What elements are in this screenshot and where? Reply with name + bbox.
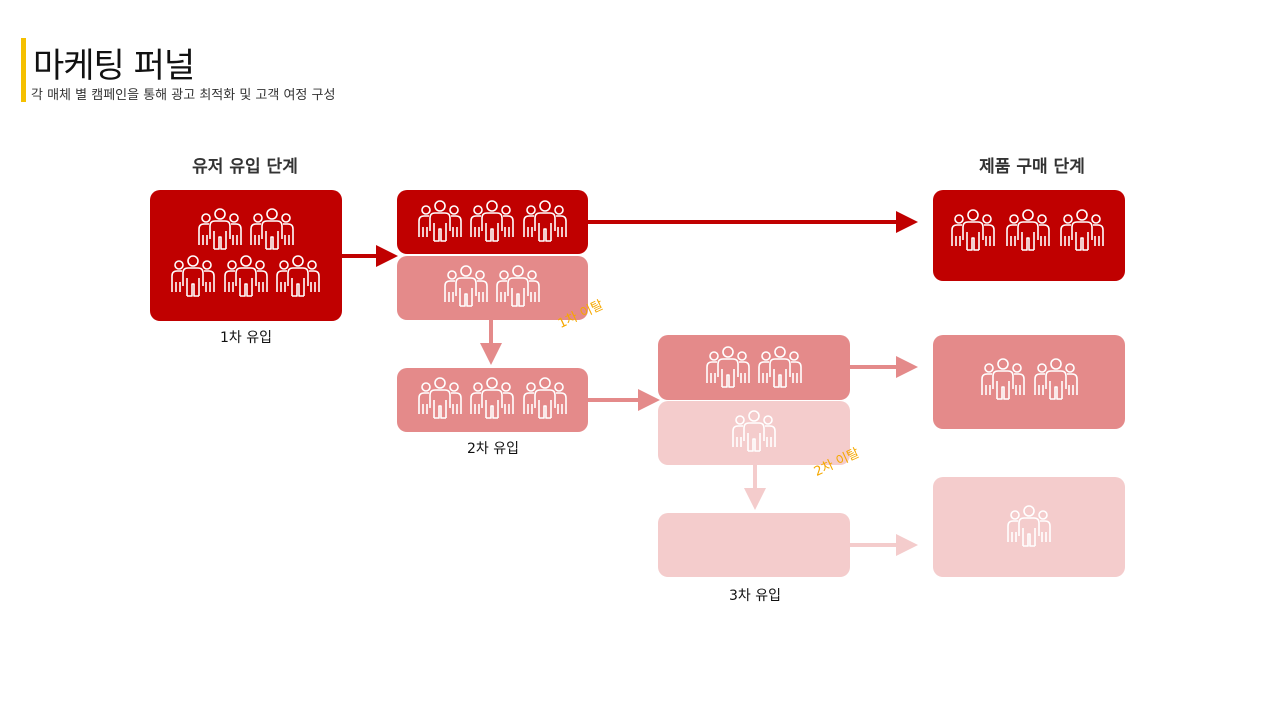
people-group-icon — [221, 252, 271, 302]
third-inflow-box — [658, 513, 850, 577]
retained-2-box — [658, 335, 850, 400]
people-group-icon — [467, 374, 517, 424]
people-group-icon — [195, 205, 245, 255]
arrow-first-to-funnel — [342, 245, 398, 267]
purchase-1-box — [933, 190, 1125, 281]
arrow-to-purchase-3 — [850, 534, 918, 556]
people-group-icon — [729, 407, 779, 457]
arrow-to-purchase-1 — [588, 211, 918, 233]
people-group-icon — [247, 205, 297, 255]
page-subtitle: 각 매체 별 캠페인을 통해 광고 최적화 및 고객 여정 구성 — [31, 88, 336, 103]
people-group-icon — [520, 197, 570, 247]
first-inflow-label: 1차 유입 — [220, 330, 272, 346]
people-group-icon — [467, 197, 517, 247]
people-group-icon — [168, 252, 218, 302]
people-group-icon — [415, 374, 465, 424]
people-group-icon — [755, 343, 805, 393]
title-accent-bar — [21, 38, 26, 102]
people-group-icon — [978, 355, 1028, 405]
arrow-second-to-funnel — [588, 389, 660, 411]
people-group-icon — [1003, 206, 1053, 256]
people-group-icon — [273, 252, 323, 302]
stage-purchase: 제품 구매 단계 — [979, 157, 1085, 177]
purchase-3-box — [933, 477, 1125, 577]
page-title: 마케팅 퍼널 — [33, 46, 195, 86]
people-group-icon — [441, 262, 491, 312]
third-inflow-label: 3차 유입 — [729, 588, 781, 604]
people-group-icon — [1057, 206, 1107, 256]
arrow-drop-1-down — [480, 320, 502, 365]
arrow-to-purchase-2 — [850, 356, 918, 378]
people-group-icon — [703, 343, 753, 393]
people-group-icon — [415, 197, 465, 247]
people-group-icon — [520, 374, 570, 424]
second-inflow-label: 2차 유입 — [467, 441, 519, 457]
people-group-icon — [493, 262, 543, 312]
people-group-icon — [948, 206, 998, 256]
people-group-icon — [1004, 502, 1054, 552]
arrow-drop-2-down — [744, 465, 766, 510]
people-group-icon — [1031, 355, 1081, 405]
purchase-2-box — [933, 335, 1125, 429]
stage-user-inflow: 유저 유입 단계 — [192, 157, 298, 177]
dropped-1-box — [397, 256, 588, 320]
